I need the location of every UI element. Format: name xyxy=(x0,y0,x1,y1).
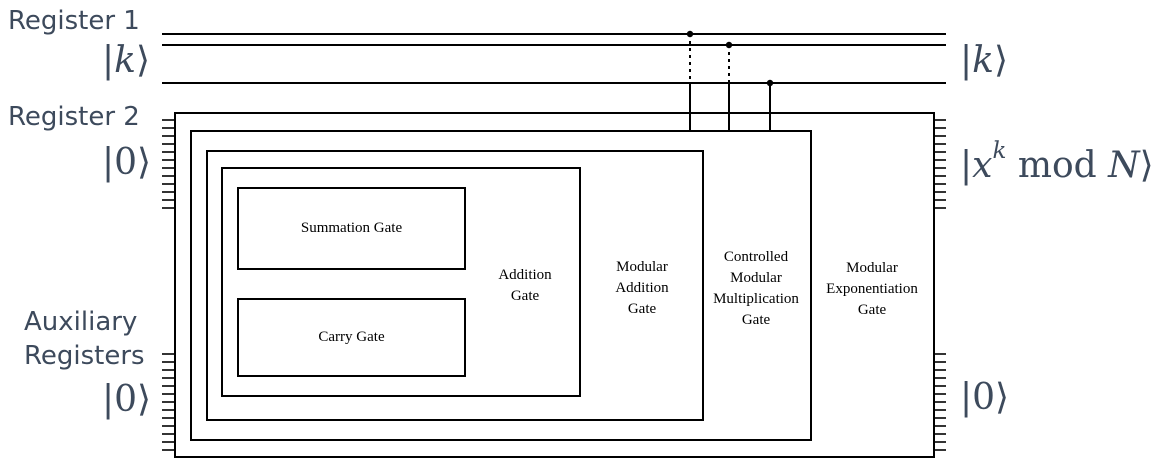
addition-gate-line1: Addition xyxy=(498,267,552,283)
modular-addition-gate-label: Modular Addition Gate xyxy=(592,257,692,320)
cmm-gate-line2: Modular xyxy=(730,270,782,286)
control-dot-1 xyxy=(686,30,694,38)
modular-addition-box xyxy=(206,150,704,421)
ket-k-input-symbol: k xyxy=(114,40,136,81)
controlled-modular-multiplication-gate-label: Controlled Modular Multiplication Gate xyxy=(705,247,807,331)
auxiliary-label-line1: Auxiliary xyxy=(24,307,138,337)
addition-gate-line2: Gate xyxy=(510,288,540,304)
modexp-gate-line2: Exponentiation xyxy=(826,281,918,297)
carry-gate-label: Carry Gate xyxy=(318,329,385,345)
modular-exponentiation-gate-label: Modular Exponentiation Gate xyxy=(814,258,930,321)
ket-k-output-symbol: k xyxy=(972,40,994,81)
register1-label: Register 1 xyxy=(8,6,140,36)
addition-box xyxy=(221,167,581,397)
modexp-gate-line1: Modular xyxy=(846,260,898,276)
ket-output-mod: mod xyxy=(1017,145,1097,186)
register-tick-marks xyxy=(162,119,946,451)
controlled-modular-multiplication-box xyxy=(190,130,812,441)
ket-output-x: x xyxy=(972,145,993,186)
ket-zero-register2-value: 0 xyxy=(114,142,138,183)
ket-zero-auxiliary-output: |0⟩ xyxy=(960,377,1010,418)
ket-output-x-mod-n: |xk mod N⟩ xyxy=(960,138,1154,186)
ket-output-exponent: k xyxy=(992,138,1007,164)
ket-zero-auxiliary-output-value: 0 xyxy=(972,377,996,418)
modexp-gate-line3: Gate xyxy=(857,302,887,318)
ket-k-output: |k⟩ xyxy=(960,40,1009,81)
modular-addition-gate-line2: Addition xyxy=(615,280,669,296)
modular-addition-gate-line1: Modular xyxy=(616,259,668,275)
addition-gate-label: Addition Gate xyxy=(480,265,570,307)
summation-box xyxy=(237,187,466,270)
ket-zero-register2: |0⟩ xyxy=(102,142,152,183)
ket-k-input: |k⟩ xyxy=(102,40,151,81)
ket-zero-auxiliary-input: |0⟩ xyxy=(102,379,152,420)
cmm-gate-line3: Multiplication xyxy=(713,291,799,307)
cmm-gate-line1: Controlled xyxy=(723,249,789,265)
modular-exponentiation-box xyxy=(174,112,935,458)
control-dot-3 xyxy=(766,79,774,87)
auxiliary-label-line2: Registers xyxy=(24,341,145,371)
modular-addition-gate-line3: Gate xyxy=(627,301,657,317)
cmm-gate-line4: Gate xyxy=(741,312,771,328)
register2-label: Register 2 xyxy=(8,102,140,132)
summation-gate-label: Summation Gate xyxy=(300,220,403,236)
carry-box xyxy=(237,298,466,377)
control-dot-2 xyxy=(725,41,733,49)
ket-zero-auxiliary-input-value: 0 xyxy=(114,379,138,420)
ket-output-n: N xyxy=(1108,145,1140,186)
